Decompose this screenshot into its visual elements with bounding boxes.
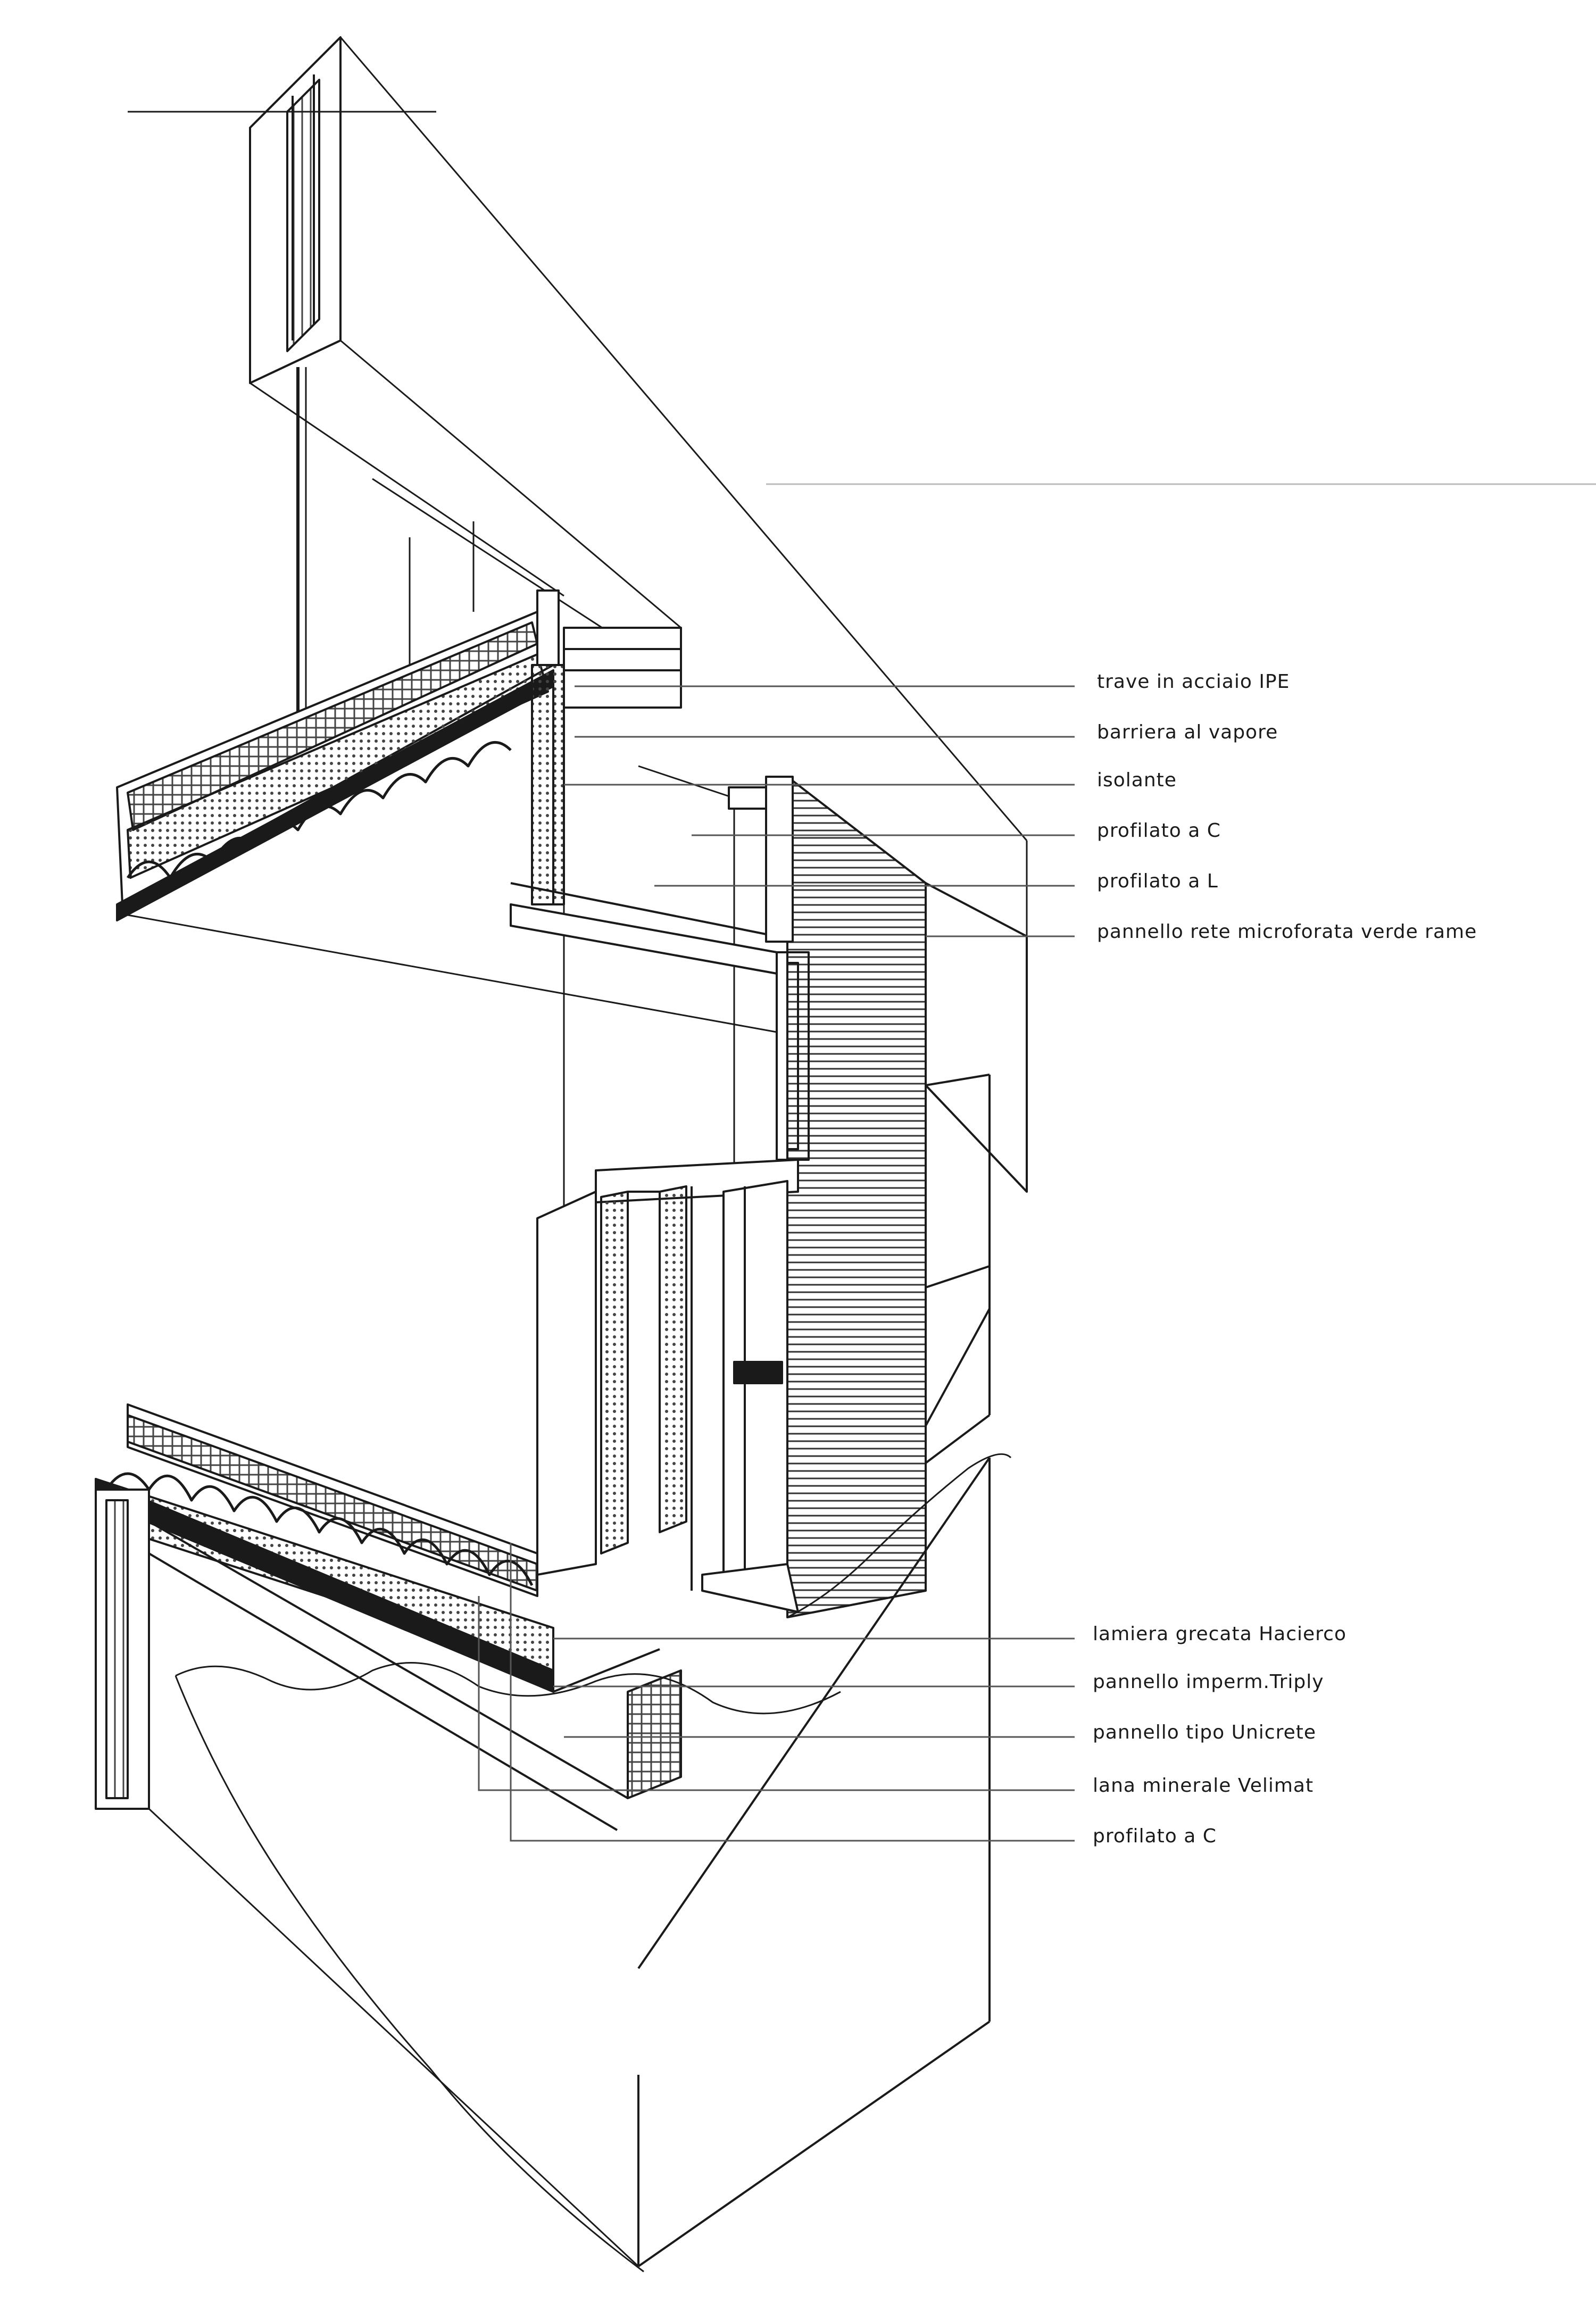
label-barriera-vapore: barriera al vapore xyxy=(1097,721,1278,743)
label-profilato-c-upper: profilato a C xyxy=(1097,820,1221,842)
label-pannello-unicrete: pannello tipo Unicrete xyxy=(1093,1722,1316,1743)
label-lamiera-grecata: lamiera grecata Hacierco xyxy=(1093,1623,1346,1645)
label-pannello-rete: pannello rete microforata verde rame xyxy=(1097,921,1477,943)
label-pannello-triply: pannello imperm.Triply xyxy=(1093,1671,1324,1693)
lower-floor-slab xyxy=(95,1403,682,1831)
ground-block xyxy=(148,1453,1012,2273)
upper-window-frame xyxy=(563,627,682,709)
label-lana-minerale: lana minerale Velimat xyxy=(1093,1775,1314,1797)
label-profilato-l: profilato a L xyxy=(1097,870,1218,892)
top-column xyxy=(128,36,436,734)
label-profilato-c-lower: profilato a C xyxy=(1093,1825,1217,1847)
label-trave-ipe: trave in acciaio IPE xyxy=(1097,671,1290,693)
window-opening xyxy=(595,951,810,1203)
lower-wall-panels xyxy=(536,1180,799,1613)
facade-perforated-panel xyxy=(728,776,1028,1618)
main-structure xyxy=(95,36,1596,2273)
label-isolante: isolante xyxy=(1097,769,1177,791)
leader-lines xyxy=(478,685,1075,1842)
upper-floor-slab xyxy=(116,589,778,975)
